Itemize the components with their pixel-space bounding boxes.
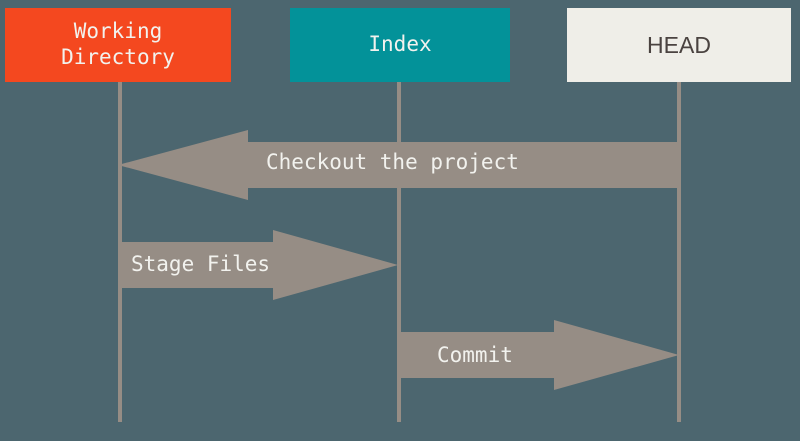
node-index-label: Index <box>368 32 432 57</box>
arrow-stage-files-shape <box>118 230 398 300</box>
node-index[interactable]: Index <box>290 8 510 82</box>
lifeline-index <box>397 82 401 422</box>
node-head-label: HEAD <box>647 31 711 58</box>
arrow-commit-shape <box>398 320 679 390</box>
arrow-stage-files-label: Stage Files <box>131 252 271 276</box>
node-working-directory[interactable]: Working Directory <box>5 8 231 82</box>
node-head[interactable]: HEAD <box>567 8 791 82</box>
arrow-checkout-label: Checkout the project <box>266 150 519 174</box>
arrow-commit[interactable] <box>398 318 679 392</box>
arrow-checkout-shape <box>118 130 678 200</box>
lifeline-head <box>677 82 681 422</box>
arrow-stage-files[interactable] <box>118 228 398 302</box>
arrow-checkout[interactable] <box>118 128 678 202</box>
arrow-commit-label: Commit <box>437 343 513 367</box>
node-working-directory-label: Working Directory <box>61 19 175 69</box>
